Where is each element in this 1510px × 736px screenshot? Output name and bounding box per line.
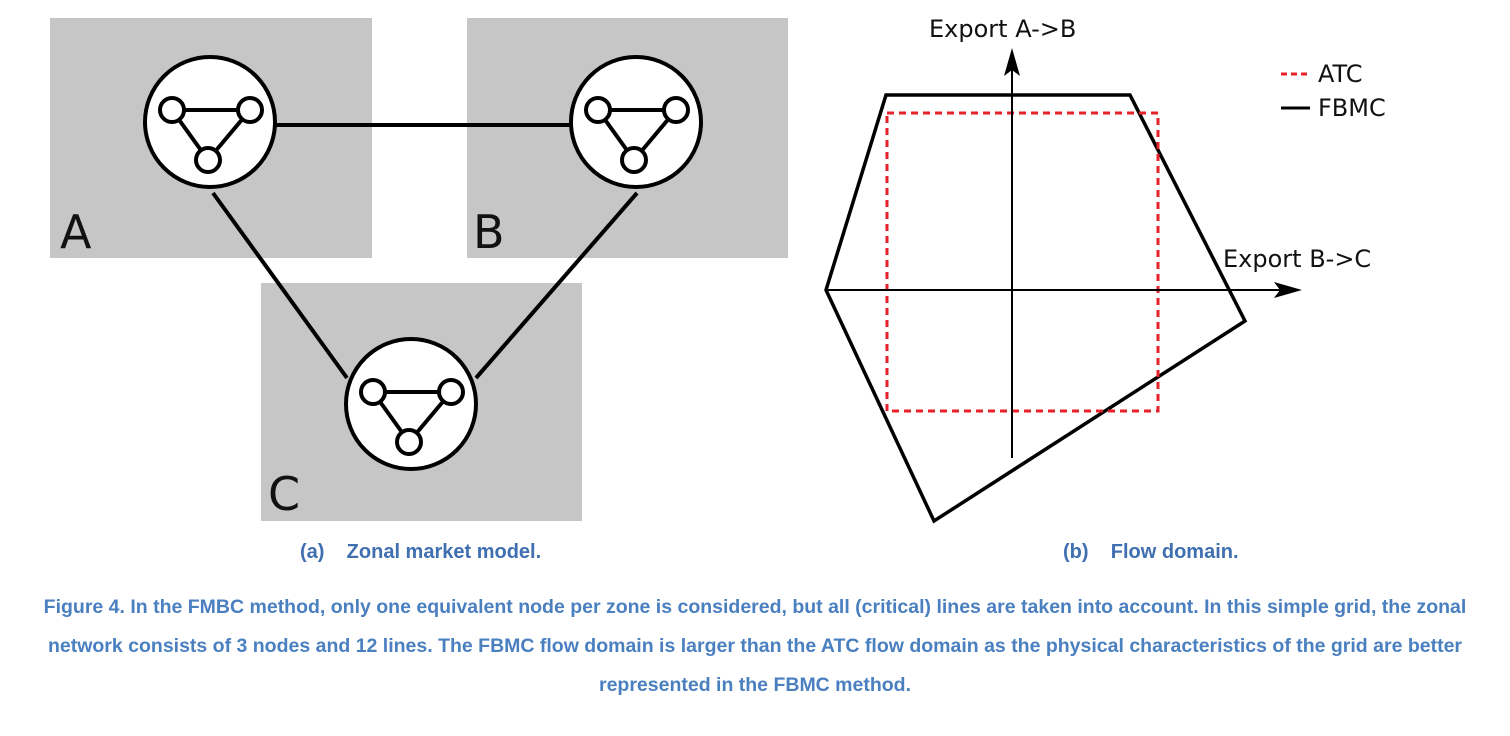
- y-axis-arrow: [1004, 48, 1020, 76]
- internal-node: [158, 96, 186, 124]
- subcaption-b: (b) Flow domain.: [1063, 541, 1239, 563]
- zonal-market-model-panel: A B C (a) Zonal market model.: [50, 18, 788, 563]
- legend-fbmc-label: FBMC: [1318, 94, 1386, 122]
- fbmc-domain: [824, 93, 1248, 524]
- zone-a-equivalent-node: [143, 55, 277, 189]
- zone-a-label: A: [60, 205, 92, 259]
- interconnector-a-c: [211, 191, 349, 380]
- figure-caption: Figure 4. In the FMBC method, only one e…: [43, 596, 1467, 696]
- zone-c-label: C: [268, 467, 300, 521]
- x-axis-arrow: [1274, 282, 1302, 298]
- legend-atc-label: ATC: [1318, 60, 1363, 88]
- internal-node: [662, 96, 690, 124]
- zone-b-label: B: [473, 205, 505, 259]
- atc-domain: [885, 111, 1160, 413]
- x-axis-label: Export B->C: [1223, 245, 1371, 273]
- internal-node: [584, 96, 612, 124]
- interconnector-b-c: [474, 191, 639, 380]
- internal-node: [194, 146, 222, 174]
- y-axis-label: Export A->B: [929, 15, 1076, 43]
- flow-domain-panel: Export A->B Export B->C ATC FBMC (b) Flo…: [824, 15, 1386, 563]
- zone-b-equivalent-node: [569, 55, 703, 189]
- internal-node: [359, 378, 387, 406]
- zone-c-equivalent-node: [344, 337, 478, 471]
- internal-node: [395, 428, 423, 456]
- internal-node: [437, 378, 465, 406]
- internal-node: [620, 146, 648, 174]
- legend: ATC FBMC: [1281, 60, 1386, 122]
- internal-node: [236, 96, 264, 124]
- subcaption-a: (a) Zonal market model.: [300, 541, 541, 563]
